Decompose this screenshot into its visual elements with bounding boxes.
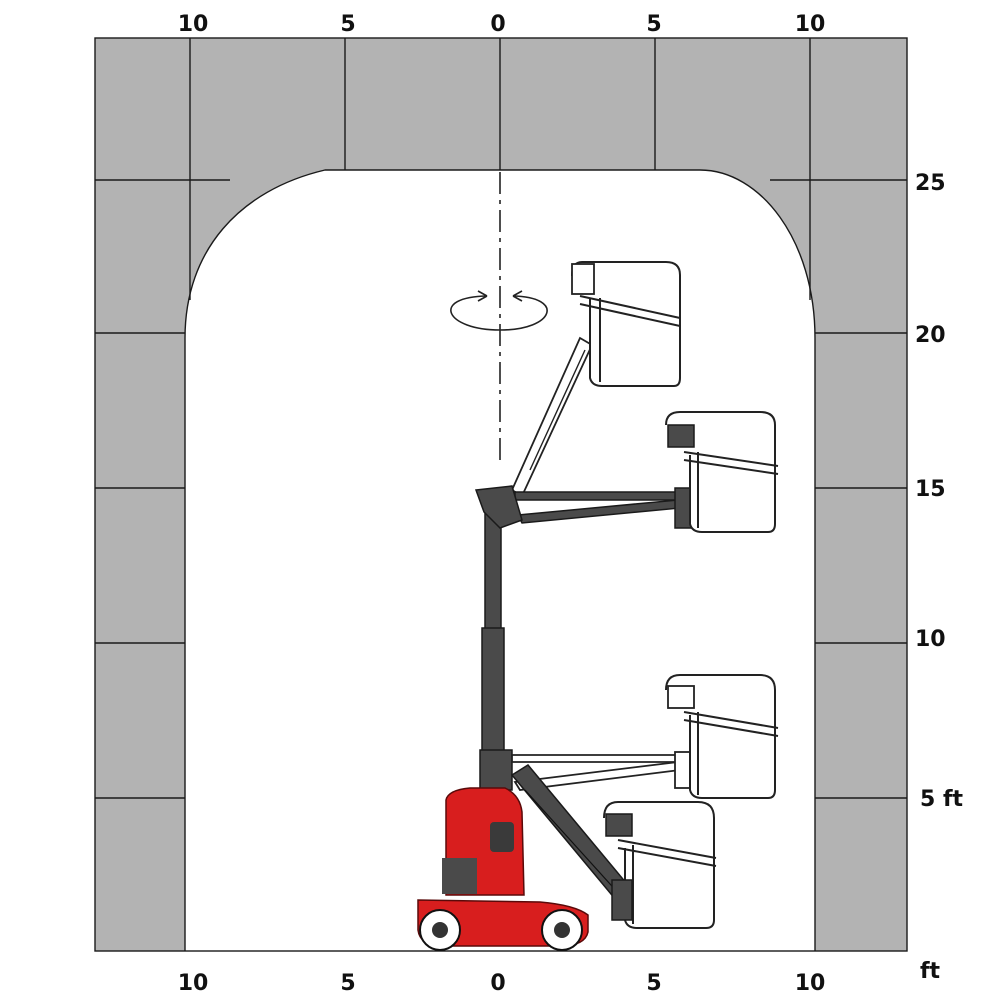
x-tick-top: 5 [340,12,355,37]
rotation-arrow-icon [450,290,548,331]
platform-ground-position [510,764,717,929]
x-tick-bottom: 10 [178,971,209,996]
y-tick: 25 [915,171,946,196]
x-tick-bottom: 0 [490,971,505,996]
x-tick-top: 10 [178,12,209,37]
y-tick: 20 [915,323,946,348]
x-tick-top: 10 [795,12,826,37]
x-axis-bottom: 10 5 0 5 10 ft [178,959,941,996]
x-axis-unit: ft [920,959,941,984]
platform-mid-position [514,411,779,533]
x-tick-top: 5 [646,12,661,37]
y-tick: 10 [915,627,946,652]
x-tick-bottom: 10 [795,971,826,996]
grid-lines [94,37,908,952]
y-axis-right: 25 20 15 10 5 ft [915,171,964,812]
x-tick-top: 0 [490,12,505,37]
mast [474,485,523,791]
x-tick-bottom: 5 [646,971,661,996]
x-axis-top: 10 5 0 5 10 [178,12,826,37]
x-tick-bottom: 5 [340,971,355,996]
y-tick: 15 [915,477,946,502]
platform-low-position [511,674,779,799]
aerial-work-platform-icon [417,787,589,951]
y-tick: 5 ft [920,787,964,812]
